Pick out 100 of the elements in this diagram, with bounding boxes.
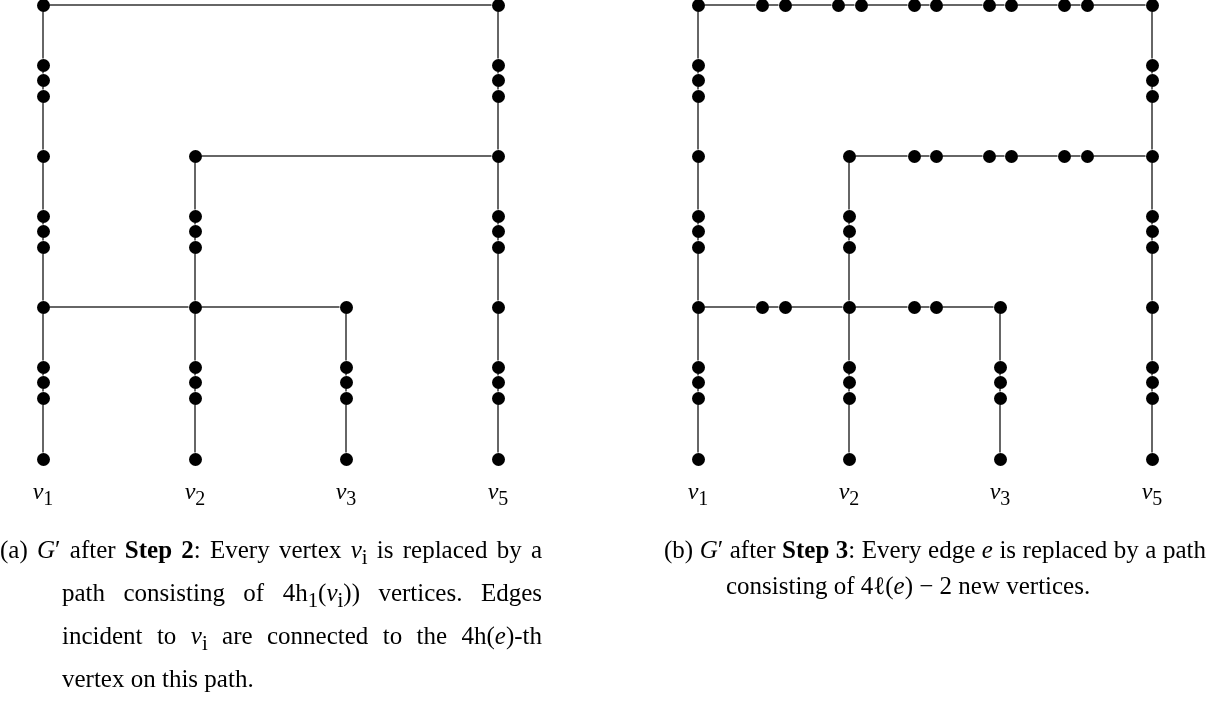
vertex-dot bbox=[188, 391, 202, 405]
vertex-dot bbox=[491, 0, 505, 12]
graph-edge bbox=[497, 372, 499, 377]
vertex-dot bbox=[491, 58, 505, 72]
vertex-dot bbox=[842, 149, 856, 163]
vertex-dot bbox=[491, 452, 505, 466]
vertex-dot bbox=[982, 149, 996, 163]
vertex-dot bbox=[36, 300, 50, 314]
vertex-dot bbox=[1145, 0, 1159, 12]
vertex-dot bbox=[691, 300, 705, 314]
graph-edge bbox=[697, 70, 699, 75]
graph-edge bbox=[194, 252, 196, 302]
graph-edge bbox=[497, 101, 499, 151]
vertex-dot bbox=[1145, 149, 1159, 163]
graph-edge bbox=[42, 372, 44, 377]
vertex-dot bbox=[36, 360, 50, 374]
vertex-dot bbox=[755, 0, 769, 12]
vertex-dot bbox=[339, 452, 353, 466]
vertex-dot bbox=[907, 300, 921, 314]
vertex-dot bbox=[36, 0, 50, 12]
vertex-dot bbox=[842, 360, 856, 374]
vertex-dot bbox=[36, 240, 50, 254]
graph-edge bbox=[1151, 85, 1153, 91]
vertex-dot bbox=[1145, 240, 1159, 254]
vertex-label: v$_{1}$ bbox=[32, 479, 54, 508]
vertex-dot bbox=[36, 149, 50, 163]
graph-edge bbox=[848, 252, 850, 302]
graph-edge bbox=[999, 372, 1001, 377]
vertex-dot bbox=[778, 0, 792, 12]
graph-edge bbox=[1151, 403, 1153, 454]
vertex-dot bbox=[491, 209, 505, 223]
vertex-dot bbox=[929, 300, 943, 314]
graph-edge bbox=[767, 306, 780, 308]
vertex-dot bbox=[842, 452, 856, 466]
vertex-dot bbox=[1145, 375, 1159, 389]
graph-edge bbox=[697, 221, 699, 226]
vertex-label: v$_{2}$ bbox=[184, 479, 206, 508]
graph-edge bbox=[703, 306, 757, 308]
vertex-dot bbox=[1145, 224, 1159, 238]
graph-edge bbox=[194, 221, 196, 226]
graph-edge bbox=[1092, 155, 1147, 157]
vertex-label: v$_{3}$ bbox=[989, 479, 1011, 508]
vertex-dot bbox=[691, 89, 705, 103]
graph-edge bbox=[497, 85, 499, 91]
vertex-dot bbox=[1004, 149, 1018, 163]
graph-edge bbox=[1151, 221, 1153, 226]
graph-edge bbox=[497, 221, 499, 226]
graph-edge bbox=[866, 4, 909, 6]
graph-edge bbox=[1069, 155, 1082, 157]
vertex-dot bbox=[907, 0, 921, 12]
vertex-dot bbox=[842, 209, 856, 223]
vertex-dot bbox=[36, 209, 50, 223]
vertex-dot bbox=[491, 149, 505, 163]
vertex-label: v$_{5}$ bbox=[1141, 479, 1163, 508]
vertex-dot bbox=[1145, 391, 1159, 405]
graph-edge bbox=[1016, 155, 1059, 157]
vertex-dot bbox=[993, 300, 1007, 314]
vertex-dot bbox=[691, 360, 705, 374]
graph-edge bbox=[497, 403, 499, 454]
graph-edge bbox=[42, 403, 44, 454]
vertex-dot bbox=[842, 375, 856, 389]
vertex-dot bbox=[755, 300, 769, 314]
vertex-dot bbox=[188, 375, 202, 389]
graph-edge bbox=[919, 4, 931, 6]
graph-edge bbox=[767, 4, 780, 6]
graph-edge bbox=[42, 85, 44, 91]
vertex-dot bbox=[188, 209, 202, 223]
vertex-dot bbox=[188, 300, 202, 314]
vertex-dot bbox=[339, 360, 353, 374]
graph-edge bbox=[1092, 4, 1147, 6]
vertex-dot bbox=[993, 452, 1007, 466]
vertex-dot bbox=[491, 73, 505, 87]
vertex-dot bbox=[36, 375, 50, 389]
graph-edge bbox=[697, 10, 699, 60]
figure-caption: (a) G′ after Step 2: Every vertex v$_{i}$ is replaced by a path consisting of 4h$_{1}$(v$_{i}$)) vertices. Edges incident to v$_{i}$ are connected to the 4h(e)-th vertex on this path. bbox=[0, 535, 542, 694]
graph-edge bbox=[848, 312, 850, 362]
graph-edge bbox=[497, 70, 499, 75]
vertex-dot bbox=[691, 209, 705, 223]
graph-edge bbox=[697, 387, 699, 393]
vertex-dot bbox=[1057, 149, 1071, 163]
vertex-dot bbox=[1145, 360, 1159, 374]
vertex-dot bbox=[339, 375, 353, 389]
vertex-dot bbox=[188, 149, 202, 163]
graph-edge bbox=[42, 101, 44, 151]
vertex-dot bbox=[1145, 300, 1159, 314]
graph-edge bbox=[200, 306, 341, 308]
vertex-dot bbox=[993, 360, 1007, 374]
graph-edge bbox=[919, 306, 931, 308]
graph-edge bbox=[42, 312, 44, 362]
graph-edge bbox=[1151, 236, 1153, 242]
vertex-dot bbox=[1145, 58, 1159, 72]
vertex-dot bbox=[907, 149, 921, 163]
graph-edge bbox=[48, 4, 493, 6]
graph-edge bbox=[194, 312, 196, 362]
vertex-dot bbox=[36, 391, 50, 405]
figure-caption: (b) G′ after Step 3: Every edge e is replaced by a path consisting of 4ℓ(e) − 2 new vertices. bbox=[664, 535, 1206, 602]
graph-edge bbox=[42, 252, 44, 302]
graph-edge bbox=[697, 236, 699, 242]
graph-edge bbox=[999, 312, 1001, 362]
graph-edge bbox=[194, 161, 196, 211]
